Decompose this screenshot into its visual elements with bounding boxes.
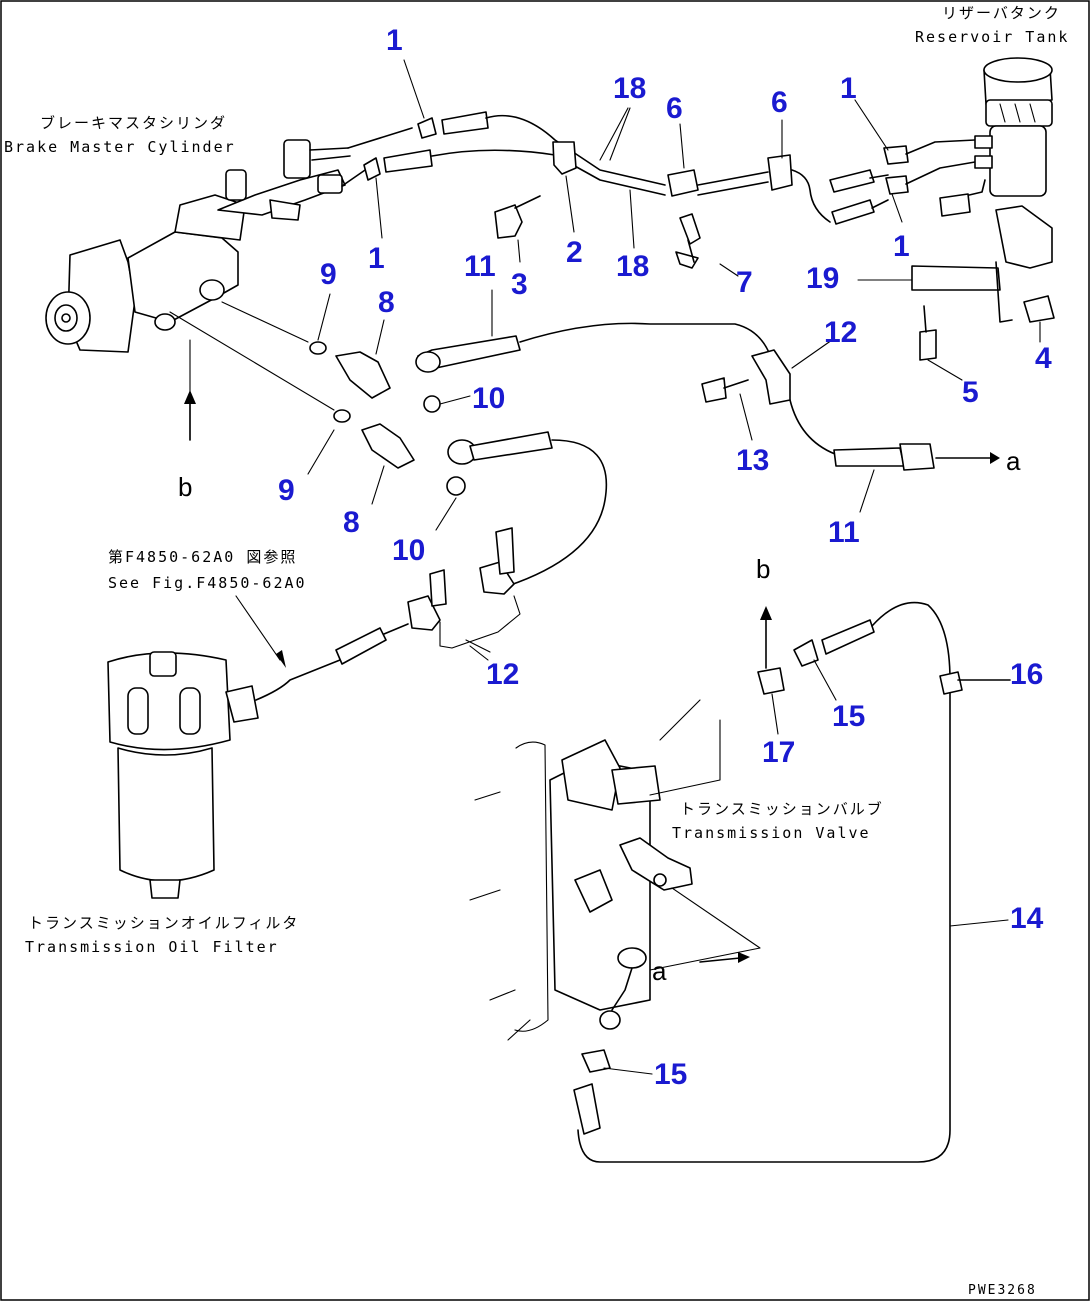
callout-1a: 1 bbox=[386, 24, 403, 57]
tube-14-assembly: b bbox=[573, 554, 1011, 1163]
clip-right bbox=[701, 349, 935, 471]
callout-19: 19 bbox=[806, 262, 839, 295]
oil-filter-jp-label: トランスミッションオイルフィルタ bbox=[28, 914, 299, 932]
callout-8a: 8 bbox=[378, 286, 395, 319]
ref-a-lower: a bbox=[652, 956, 667, 986]
callout-3: 3 bbox=[511, 268, 528, 301]
callout-11a: 11 bbox=[464, 250, 496, 283]
ref-a-top: a bbox=[1006, 446, 1021, 476]
callout-18b: 18 bbox=[616, 250, 649, 283]
ref-b-right: b bbox=[756, 554, 770, 584]
see-fig-jp-label: 第F4850-62A0 図参照 bbox=[108, 548, 297, 566]
callout-10a: 10 bbox=[472, 382, 505, 415]
callout-1b: 1 bbox=[368, 242, 385, 275]
callout-9a: 9 bbox=[320, 258, 337, 291]
callout-16: 16 bbox=[1010, 658, 1043, 691]
see-fig-note: 第F4850-62A0 図参照 See Fig.F4850-62A0 bbox=[108, 548, 307, 668]
transmission-valve: トランスミッションバルブ Transmission Valve bbox=[469, 699, 884, 1041]
reservoir-jp-label: リザーバタンク bbox=[942, 4, 1061, 22]
callout-12a: 12 bbox=[824, 316, 857, 349]
oil-filter-en-label: Transmission Oil Filter bbox=[25, 938, 279, 956]
callout-15a: 15 bbox=[832, 700, 865, 733]
brake-master-en-label: Brake Master Cylinder bbox=[4, 138, 236, 156]
trans-valve-en-label: Transmission Valve bbox=[672, 824, 871, 842]
transmission-oil-filter: トランスミッションオイルフィルタ Transmission Oil Filter bbox=[25, 623, 409, 956]
callout-5: 5 bbox=[962, 376, 979, 409]
ref-b-left: b bbox=[178, 472, 192, 502]
callout-6b: 6 bbox=[771, 86, 788, 119]
callout-1c: 1 bbox=[840, 72, 857, 105]
ref-arrows-a-lower: a bbox=[649, 887, 761, 986]
callout-18a: 18 bbox=[613, 72, 646, 105]
ref-arrow-a-top: a bbox=[935, 446, 1021, 476]
callout-8b: 8 bbox=[343, 506, 360, 539]
callout-9b: 9 bbox=[278, 474, 295, 507]
trans-valve-jp-label: トランスミッションバルブ bbox=[680, 800, 884, 818]
callout-11b: 11 bbox=[828, 516, 860, 549]
ref-arrow-b-left: b bbox=[178, 390, 196, 502]
callout-1d: 1 bbox=[893, 230, 910, 263]
callout-4: 4 bbox=[1035, 342, 1052, 375]
callout-14: 14 bbox=[1010, 902, 1044, 935]
reservoir-bracket bbox=[911, 205, 1055, 361]
clips-lower bbox=[407, 527, 521, 653]
brake-master-caption: ブレーキマスタシリンダ Brake Master Cylinder bbox=[4, 114, 236, 156]
see-fig-en-label: See Fig.F4850-62A0 bbox=[108, 574, 307, 592]
brake-master-jp-label: ブレーキマスタシリンダ bbox=[40, 114, 227, 132]
callout-17: 17 bbox=[762, 736, 795, 769]
callout-6a: 6 bbox=[666, 92, 683, 125]
callout-2: 2 bbox=[566, 236, 583, 269]
callout-numbers: 1 1 1 1 2 3 4 5 6 6 7 8 8 9 9 10 10 11 1… bbox=[278, 24, 1052, 1091]
callout-7: 7 bbox=[736, 266, 753, 299]
callout-12b: 12 bbox=[486, 658, 519, 691]
fittings-group bbox=[169, 301, 771, 591]
callout-10b: 10 bbox=[392, 534, 425, 567]
reservoir-en-label: Reservoir Tank bbox=[915, 28, 1069, 46]
drawing-code: PWE3268 bbox=[968, 1283, 1037, 1298]
reservoir-tank: リザーバタンク Reservoir Tank bbox=[915, 4, 1069, 217]
brake-master-cylinder bbox=[45, 139, 369, 441]
clip-and-bolt-assembly bbox=[494, 195, 701, 269]
callout-13: 13 bbox=[736, 444, 769, 477]
leader-lines bbox=[307, 59, 1041, 1075]
callout-15b: 15 bbox=[654, 1058, 687, 1091]
brake-tubes bbox=[347, 111, 976, 225]
